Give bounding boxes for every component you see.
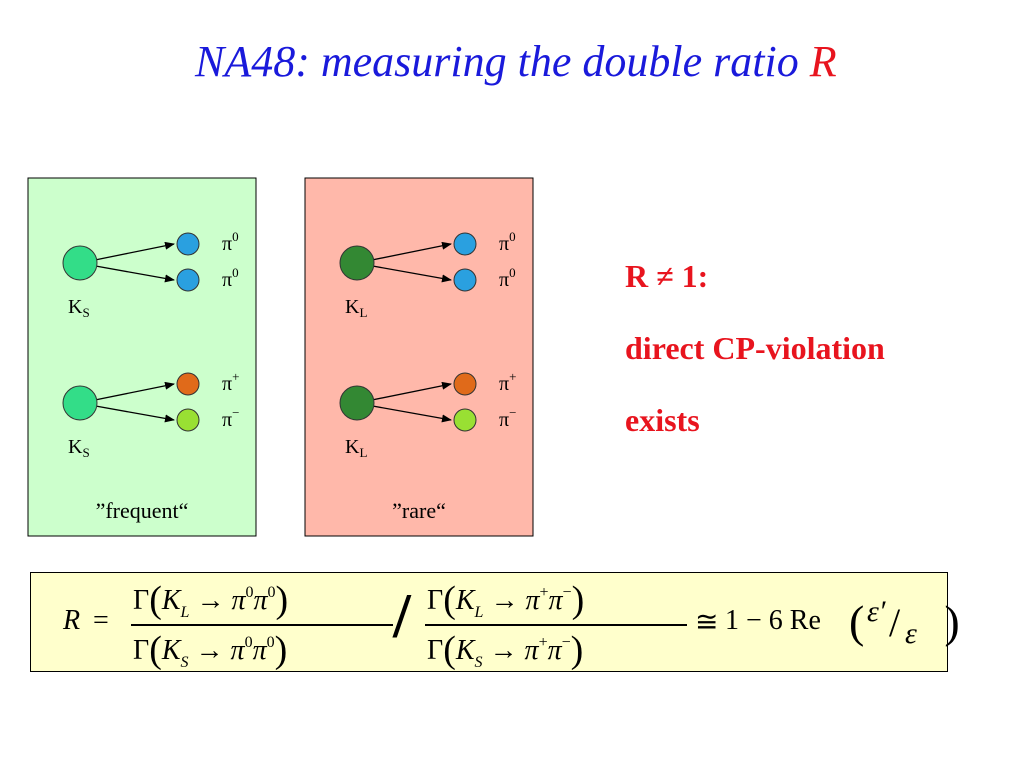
sub-l: L (474, 604, 484, 621)
paren-close: ) (570, 629, 584, 671)
formula-equals: = (93, 605, 109, 636)
arrow: → (196, 585, 225, 616)
pion: π (253, 585, 268, 616)
gamma: Γ (427, 635, 444, 666)
pion-particle (453, 232, 477, 256)
sup-zero: 0 (267, 584, 276, 601)
gamma: Γ (133, 585, 150, 616)
conclusion-line-1: R ≠ 1: (625, 258, 709, 294)
pion: π (547, 635, 562, 666)
double-ratio-formula: R = Γ(KL → π0π0) Γ(KS → π0π0) / Γ(KL → π… (30, 572, 960, 672)
fraction-1-line (131, 624, 393, 626)
sub-l: L (180, 604, 190, 621)
decay-arrow (366, 264, 452, 283)
title-symbol-r: R (809, 37, 837, 86)
gamma: Γ (133, 635, 150, 666)
formula-lhs: R (63, 605, 81, 636)
kaon-particle (339, 245, 375, 281)
panel-label: ”frequent“ (96, 498, 189, 523)
panel-background (27, 177, 257, 537)
pion-particle (453, 268, 477, 292)
arrow: → (490, 585, 519, 616)
sup-zero: 0 (244, 634, 253, 651)
sup-zero: 0 (266, 634, 275, 651)
paren-open: ( (443, 629, 456, 671)
conclusion-line-3: exists (625, 402, 700, 438)
slide-title: NA48: measuring the double ratio R (195, 36, 955, 87)
fraction-2-line (425, 624, 687, 626)
decay-arrow (89, 264, 175, 283)
pion-particle (453, 408, 477, 432)
paren-close: ) (571, 579, 585, 621)
kaon: K (455, 585, 475, 616)
decay-arrow (89, 404, 175, 423)
paren-close: ) (275, 579, 289, 621)
decay-arrow (366, 381, 452, 402)
sup-plus: + (539, 584, 549, 601)
fraction-2-denominator: Γ(KS → π+π−) (427, 625, 584, 671)
sub-s: S (474, 654, 483, 671)
approx-sign: ≅ (695, 607, 719, 638)
panel-background (304, 177, 534, 537)
kaon-particle (339, 385, 375, 421)
arrow: → (195, 635, 224, 666)
formula-rhs: 1 − 6 Re (725, 605, 821, 636)
pion: π (525, 585, 540, 616)
sup-minus: − (561, 634, 571, 651)
conclusion-line-2: direct CP-violation (625, 330, 885, 366)
sub-s: S (180, 654, 189, 671)
title-text: NA48: measuring the double ratio (195, 37, 810, 86)
pion-particle (176, 268, 200, 292)
decay-arrow (366, 241, 452, 262)
rhs-paren-close: ) (944, 596, 960, 647)
paren-close: ) (274, 629, 288, 671)
epsilon: ε (905, 617, 917, 650)
pion: π (524, 635, 539, 666)
decay-arrow (366, 404, 452, 423)
decay-arrow (89, 381, 175, 402)
sup-zero: 0 (245, 584, 254, 601)
kaon-particle (62, 245, 98, 281)
paren-open: ( (443, 579, 456, 621)
sup-plus: + (538, 634, 548, 651)
decay-arrow (89, 241, 175, 262)
panel-label: ”rare“ (392, 498, 446, 523)
pion: π (252, 635, 267, 666)
pion-particle (176, 372, 200, 396)
fraction-2-numerator: Γ(KL → π+π−) (427, 575, 585, 621)
pion-particle (176, 232, 200, 256)
paren-open: ( (149, 629, 162, 671)
pion: π (548, 585, 563, 616)
pion: π (230, 635, 245, 666)
kaon-particle (62, 385, 98, 421)
arrow: → (489, 635, 518, 666)
kaon: K (161, 585, 181, 616)
rhs-paren-open: ( (849, 596, 865, 647)
gamma: Γ (427, 585, 444, 616)
kaon: K (455, 635, 475, 666)
division-slash: / (393, 580, 411, 651)
fraction-1-denominator: Γ(KS → π0π0) (133, 625, 288, 671)
paren-open: ( (149, 579, 162, 621)
rhs-slash: / (889, 600, 901, 645)
pion-particle (176, 408, 200, 432)
epsilon-prime: ε′ (867, 595, 886, 628)
kaon: K (161, 635, 181, 666)
pion: π (231, 585, 246, 616)
conclusion: R ≠ 1: direct CP-violation exists (625, 240, 885, 456)
pion-particle (453, 372, 477, 396)
sup-minus: − (562, 584, 572, 601)
fraction-1-numerator: Γ(KL → π0π0) (133, 575, 289, 621)
